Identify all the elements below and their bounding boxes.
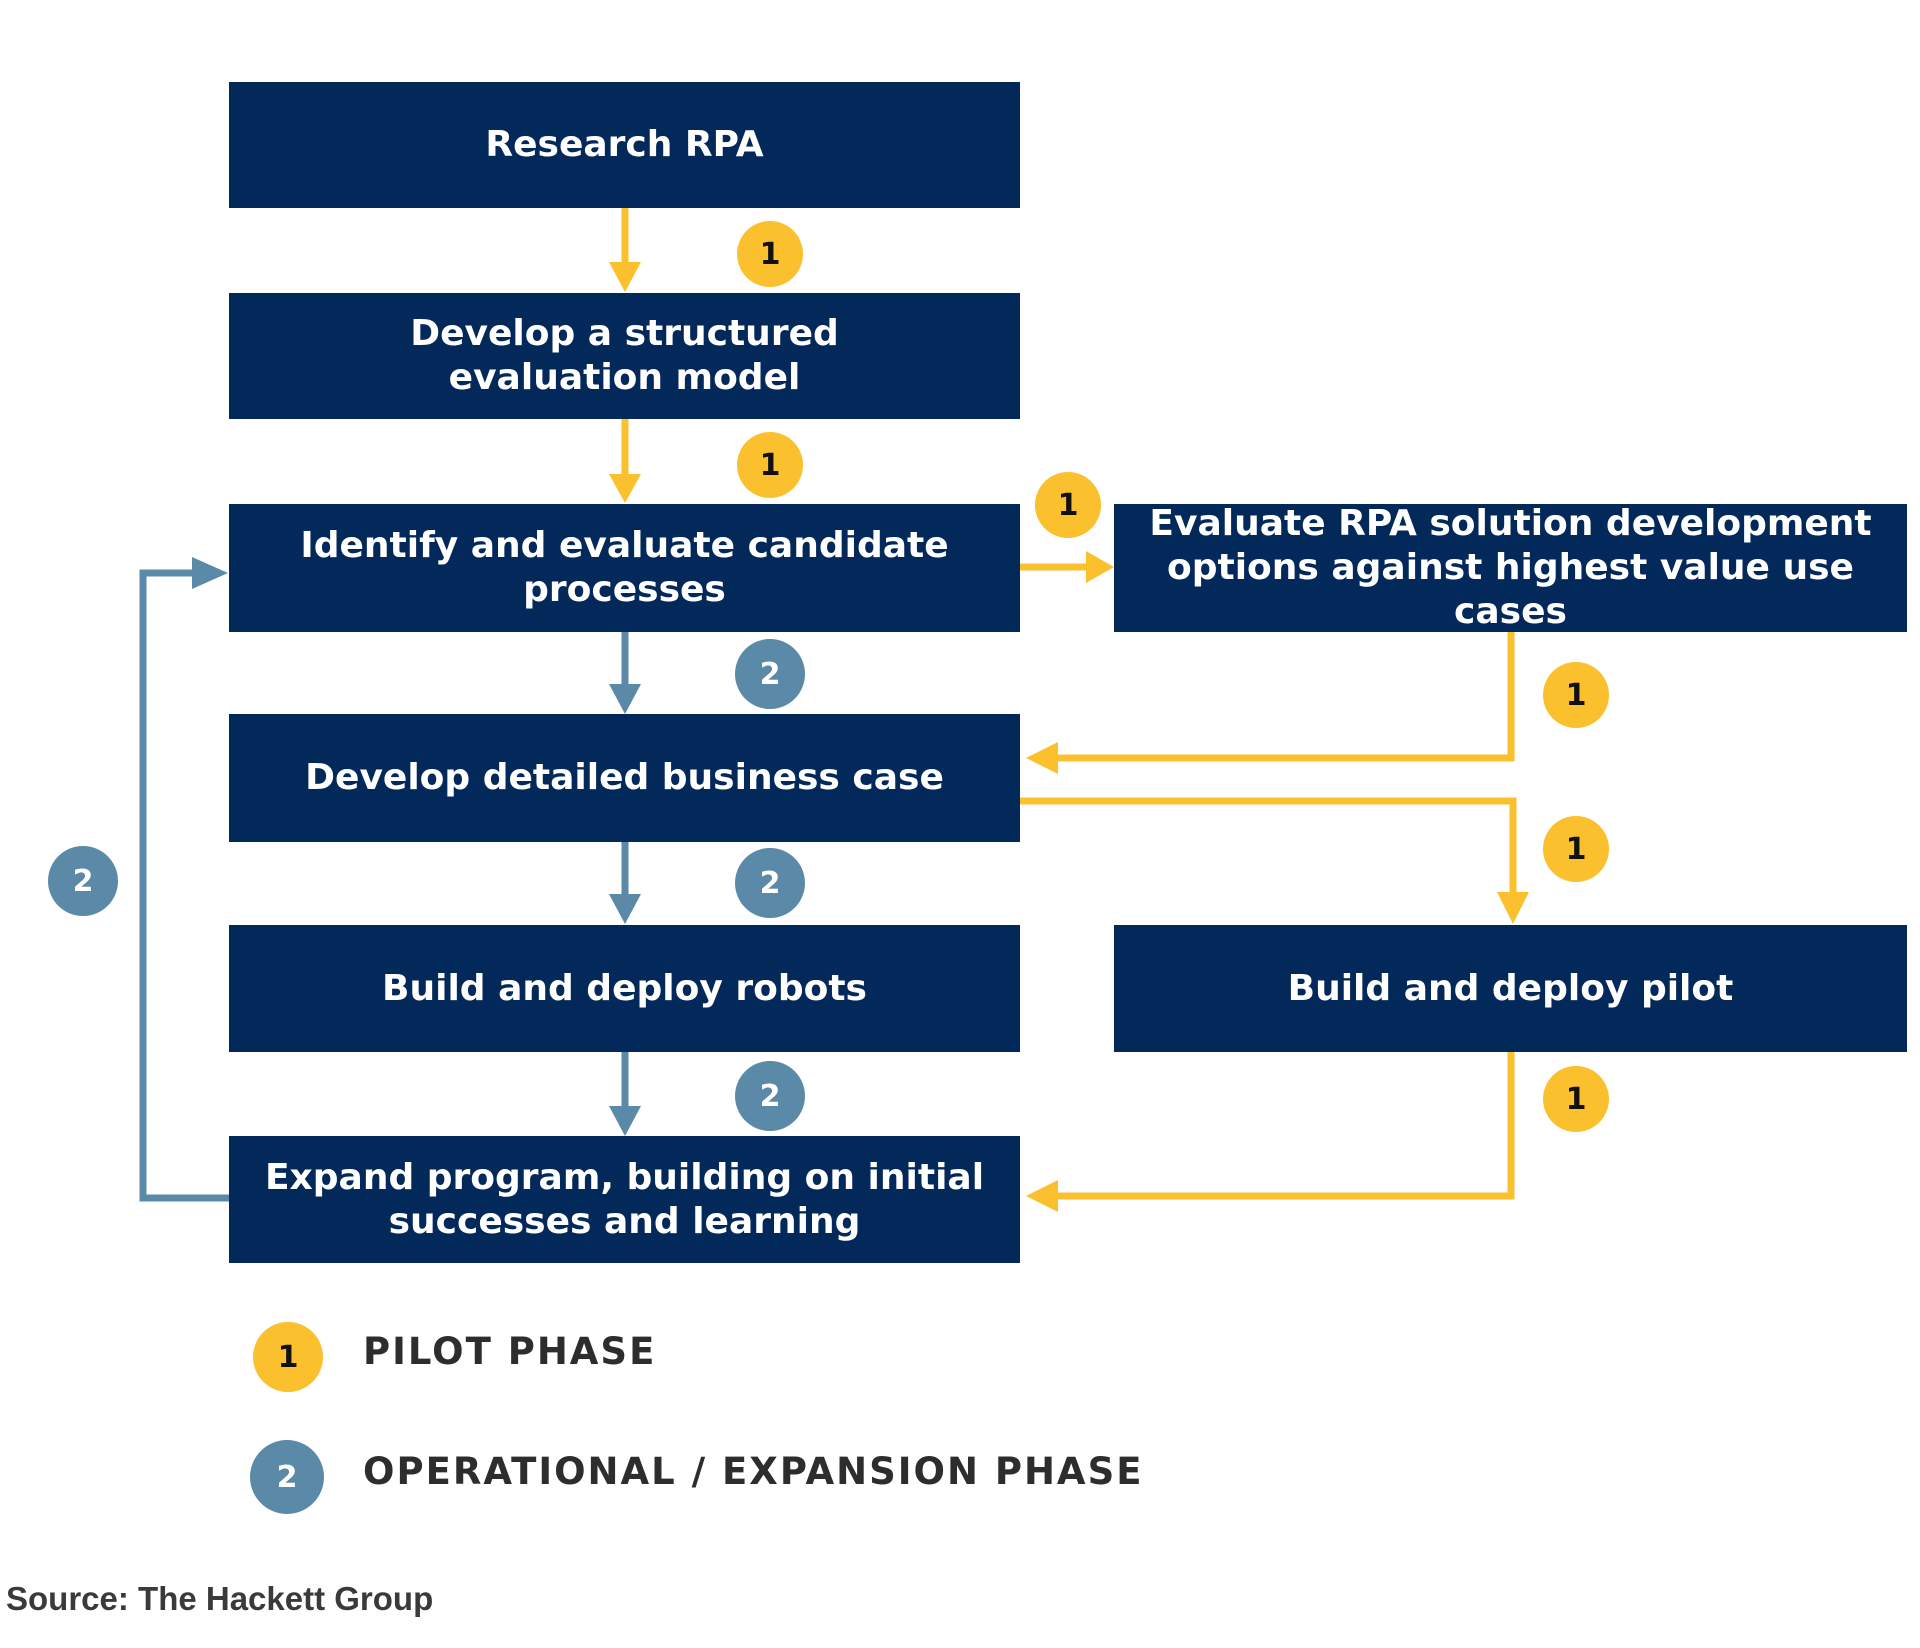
legend-operational-badge: 2 [250, 1440, 324, 1514]
connector-pilot-to-expand [1026, 1052, 1515, 1212]
pilot-phase-badge: 1 [737, 221, 803, 287]
operational-phase-badge: 2 [735, 848, 805, 918]
node-research-rpa: Research RPA [229, 82, 1020, 208]
connector-evaluate-to-business-case [1026, 632, 1515, 774]
connector-research-to-model [609, 208, 641, 292]
operational-phase-badge: 2 [735, 639, 805, 709]
legend-operational-label: OPERATIONAL / EXPANSION PHASE [363, 1450, 1144, 1493]
connector-identify-to-evaluate [1020, 551, 1114, 583]
node-develop-business-case: Develop detailed business case [229, 714, 1020, 842]
connector-business-case-to-pilot [1020, 797, 1529, 924]
legend-pilot-badge: 1 [253, 1322, 323, 1392]
operational-phase-badge: 2 [48, 846, 118, 916]
pilot-phase-badge: 1 [1543, 1066, 1609, 1132]
pilot-phase-badge: 1 [1543, 662, 1609, 728]
node-evaluate-solution-options: Evaluate RPA solution development option… [1114, 503, 1907, 632]
node-build-deploy-pilot: Build and deploy pilot [1114, 925, 1907, 1052]
node-identify-candidate-processes: Identify and evaluate candidate processe… [229, 504, 1020, 632]
operational-phase-badge: 2 [735, 1061, 805, 1131]
pilot-phase-badge: 1 [1035, 472, 1101, 538]
node-build-deploy-robots: Build and deploy robots [229, 925, 1020, 1052]
connector-model-to-identify [609, 419, 641, 503]
node-develop-evaluation-model: Develop a structured evaluation model [229, 293, 1020, 419]
connector-robots-to-expand [609, 1052, 641, 1136]
source-caption: Source: The Hackett Group [6, 1580, 434, 1617]
connector-business-case-to-robots [609, 842, 641, 924]
node-expand-program: Expand program, building on initial succ… [229, 1136, 1020, 1263]
pilot-phase-badge: 1 [737, 432, 803, 498]
legend-pilot-label: PILOT PHASE [363, 1330, 657, 1373]
connector-identify-to-business-case [609, 632, 641, 714]
connector-expand-loop-to-identify [139, 557, 229, 1202]
pilot-phase-badge: 1 [1543, 816, 1609, 882]
